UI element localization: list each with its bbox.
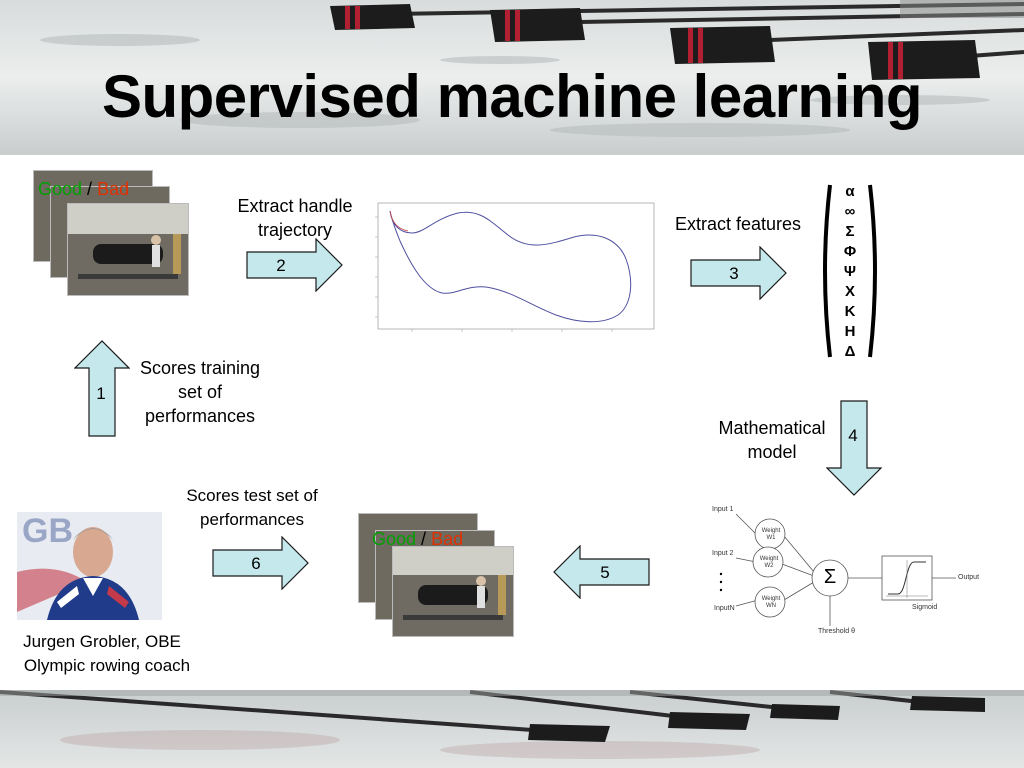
good-label-bottom: Good <box>372 529 417 549</box>
good-label: Good <box>38 179 83 199</box>
feature-phi: Φ <box>843 243 857 260</box>
step-6-arrow <box>212 536 309 590</box>
test-photo-1 <box>392 546 514 637</box>
extract-features-label: Extract features <box>674 214 802 234</box>
feature-kappa: Κ <box>844 303 856 320</box>
coach-role: Olympic rowing coach <box>23 656 191 675</box>
bad-label: Bad <box>97 179 130 199</box>
rowing-machine-photo-test <box>393 547 513 636</box>
slash-label: / <box>82 179 98 199</box>
weight-2-sub: W2 <box>764 563 774 569</box>
math-model-label: Mathematical model <box>718 418 826 462</box>
top-banner-image <box>0 0 1024 155</box>
step-1-number: 1 <box>96 384 106 403</box>
threshold-label: Threshold θ <box>818 628 855 635</box>
feature-delta: Δ <box>844 343 856 360</box>
training-photo-1 <box>67 203 189 296</box>
scores-test-label: Scores test set of performances <box>186 486 318 529</box>
feature-vector: α ∞ Σ Φ Ψ Χ Κ Η Δ <box>836 182 864 362</box>
step-2-number: 2 <box>276 256 286 275</box>
extract-handle-label: Extract handle trajectory <box>237 196 353 240</box>
step-1-arrow <box>74 340 130 437</box>
slash-label-bottom: / <box>416 529 432 549</box>
rowing-machine-photo <box>68 204 188 295</box>
input-n-text: Input <box>714 605 730 612</box>
weight-node-2 <box>752 546 784 578</box>
weight-2-text: Weight <box>759 556 779 562</box>
scores-training-label: Scores training set of performances <box>139 358 261 426</box>
step-4-number: 4 <box>848 426 858 445</box>
input-n-label: InputN <box>714 605 735 612</box>
feature-psi: Ψ <box>843 263 857 280</box>
weight-node-n <box>754 586 786 618</box>
summation-node <box>811 559 849 597</box>
coach-photo: GB <box>17 512 162 620</box>
coach-name: Jurgen Grobler, OBE <box>23 632 181 651</box>
trajectory-plot <box>362 193 660 341</box>
sigmoid-curve <box>888 561 926 595</box>
step-3-number: 3 <box>729 264 739 283</box>
good-bad-label-bottom: Good / Bad <box>372 529 463 550</box>
good-bad-label-top: Good / Bad <box>38 179 129 200</box>
weight-n-text: Weight <box>761 596 781 602</box>
top-banner <box>0 0 1024 155</box>
weight-1-sub: W1 <box>766 535 776 541</box>
weight-n-sub: WN <box>766 603 776 609</box>
feature-alpha: α <box>845 183 855 200</box>
input-2-label: Input 2 <box>712 550 734 557</box>
step-6-number: 6 <box>251 554 261 573</box>
bottom-banner <box>0 690 1024 768</box>
page-title: Supervised machine learning <box>101 63 923 130</box>
step-3-arrow <box>690 246 787 300</box>
sigmoid-label: Sigmoid <box>912 604 938 611</box>
step-5-number: 5 <box>600 563 610 582</box>
bad-label-bottom: Bad <box>431 529 464 549</box>
feature-infinity: ∞ <box>844 203 856 220</box>
feature-vector-brackets <box>823 184 877 358</box>
feature-chi: Χ <box>844 283 855 300</box>
bottom-banner-image <box>0 690 1024 768</box>
step-5-arrow <box>553 545 650 599</box>
input-n-sub: N <box>729 605 735 612</box>
weight-1-text: Weight <box>761 528 781 534</box>
feature-eta: Η <box>844 323 856 340</box>
output-label: Output <box>958 574 980 581</box>
svg-text:GB: GB <box>22 512 73 550</box>
feature-sigma: Σ <box>845 223 855 240</box>
neuron-diagram-lines <box>719 513 956 626</box>
input-1-label: Input 1 <box>712 506 734 513</box>
sum-symbol: Σ <box>823 566 837 588</box>
step-2-arrow <box>246 238 343 292</box>
coach-portrait: GB <box>17 512 162 620</box>
step-4-arrow <box>826 400 882 496</box>
